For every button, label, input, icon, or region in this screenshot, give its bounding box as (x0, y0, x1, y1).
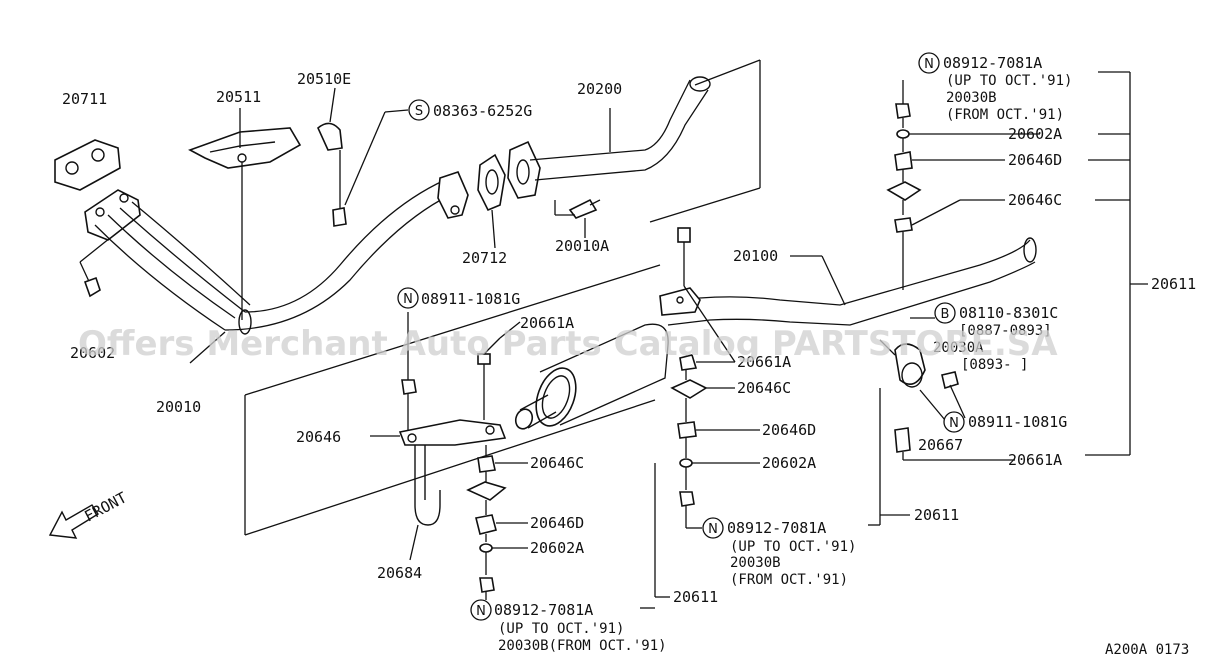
label-20661a-mid: 20661A (520, 314, 574, 332)
svg-text:N: N (949, 416, 959, 431)
circle-marker-s: S (408, 99, 430, 121)
label-20646d-left: 20646D (530, 514, 584, 532)
svg-text:N: N (403, 292, 413, 307)
label-08911-1081g-right: 08911-1081G (968, 413, 1067, 431)
label-from-top: (FROM OCT.'91) (946, 107, 1064, 123)
label-20030b-top: 20030B (946, 90, 997, 106)
label-20030b-center: 20030B (730, 555, 781, 571)
label-20510e: 20510E (297, 70, 351, 88)
label-20667: 20667 (918, 436, 963, 454)
label-20646c-top: 20646C (1008, 191, 1062, 209)
label-20646: 20646 (296, 428, 341, 446)
label-20010a: 20010A (555, 237, 609, 255)
label-20200: 20200 (577, 80, 622, 98)
label-20611-bottom: 20611 (673, 588, 718, 606)
part-labels: 20711 20511 20510E 08363-6252G 20200 207… (62, 54, 1196, 654)
frame-lines (244, 59, 761, 536)
label-20646d-top: 20646D (1008, 151, 1062, 169)
label-08110-8301c: 08110-8301C (959, 304, 1058, 322)
heat-insulator-20511 (188, 108, 302, 320)
circle-marker-n-bottom: N (470, 599, 492, 621)
gasket-20712 (477, 153, 506, 249)
label-20661a-right: 20661A (1008, 451, 1062, 469)
label-20511: 20511 (216, 88, 261, 106)
label-b-sub2: 20030A (933, 340, 984, 356)
label-from-bottom: 20030B(FROM OCT.'91) (498, 638, 667, 654)
circle-marker-b: B (934, 302, 956, 324)
front-arrow-icon (48, 504, 99, 539)
circle-marker-n-top: N (918, 52, 940, 74)
circle-marker-n-left: N (397, 287, 419, 309)
center-muffler-20100 (514, 227, 1037, 430)
label-20611-center: 20611 (914, 506, 959, 524)
clamp-20510e (317, 87, 347, 227)
label-20602a-center: 20602A (762, 454, 816, 472)
label-b-sub3: [0893- ] (961, 357, 1028, 373)
label-20010: 20010 (156, 398, 201, 416)
label-08912-7081a-bottom: 08912-7081A (494, 601, 593, 619)
label-upto-top: (UP TO OCT.'91) (946, 73, 1072, 89)
svg-text:N: N (924, 57, 934, 72)
label-20646d-center: 20646D (762, 421, 816, 439)
watermark: Offers Merchant Auto Parts Catalog PARTS… (78, 324, 1058, 364)
label-20602a-left: 20602A (530, 539, 584, 557)
label-20602: 20602 (70, 344, 115, 362)
figure-code: A200A 0173 (1105, 642, 1189, 658)
right-hanger-stack (879, 71, 1148, 461)
label-20712: 20712 (462, 249, 507, 267)
label-b-sub1: [0887-0893] (959, 323, 1052, 339)
pipe-20200 (507, 76, 711, 238)
label-upto-bottom: (UP TO OCT.'91) (498, 621, 624, 637)
circle-marker-n-right: N (943, 411, 965, 433)
label-20684: 20684 (377, 564, 422, 582)
label-20602a-top: 20602A (1008, 125, 1062, 143)
label-20711: 20711 (62, 90, 107, 108)
s-marker-letter: S (415, 104, 423, 119)
circle-marker-n-center: N (702, 517, 724, 539)
svg-text:N: N (476, 604, 486, 619)
center-hanger-stack (670, 354, 910, 529)
label-20611-right: 20611 (1151, 275, 1196, 293)
label-08912-7081a-top: 08912-7081A (943, 54, 1042, 72)
left-hanger-stack (370, 312, 670, 609)
label-20646c-center: 20646C (737, 379, 791, 397)
label-20646c-left: 20646C (530, 454, 584, 472)
label-from-center: (FROM OCT.'91) (730, 572, 848, 588)
label-upto-center: (UP TO OCT.'91) (730, 539, 856, 555)
svg-text:B: B (941, 307, 950, 322)
front-pipe-20010 (54, 139, 469, 364)
label-20100: 20100 (733, 247, 778, 265)
label-08911-1081g-left: 08911-1081G (421, 290, 520, 308)
svg-text:N: N (708, 522, 718, 537)
label-08912-7081a-center: 08912-7081A (727, 519, 826, 537)
label-20661a-center: 20661A (737, 353, 791, 371)
front-label: FRONT (81, 488, 129, 525)
s-bolt-leader (344, 109, 409, 206)
label-08363-6252g: 08363-6252G (433, 102, 532, 120)
